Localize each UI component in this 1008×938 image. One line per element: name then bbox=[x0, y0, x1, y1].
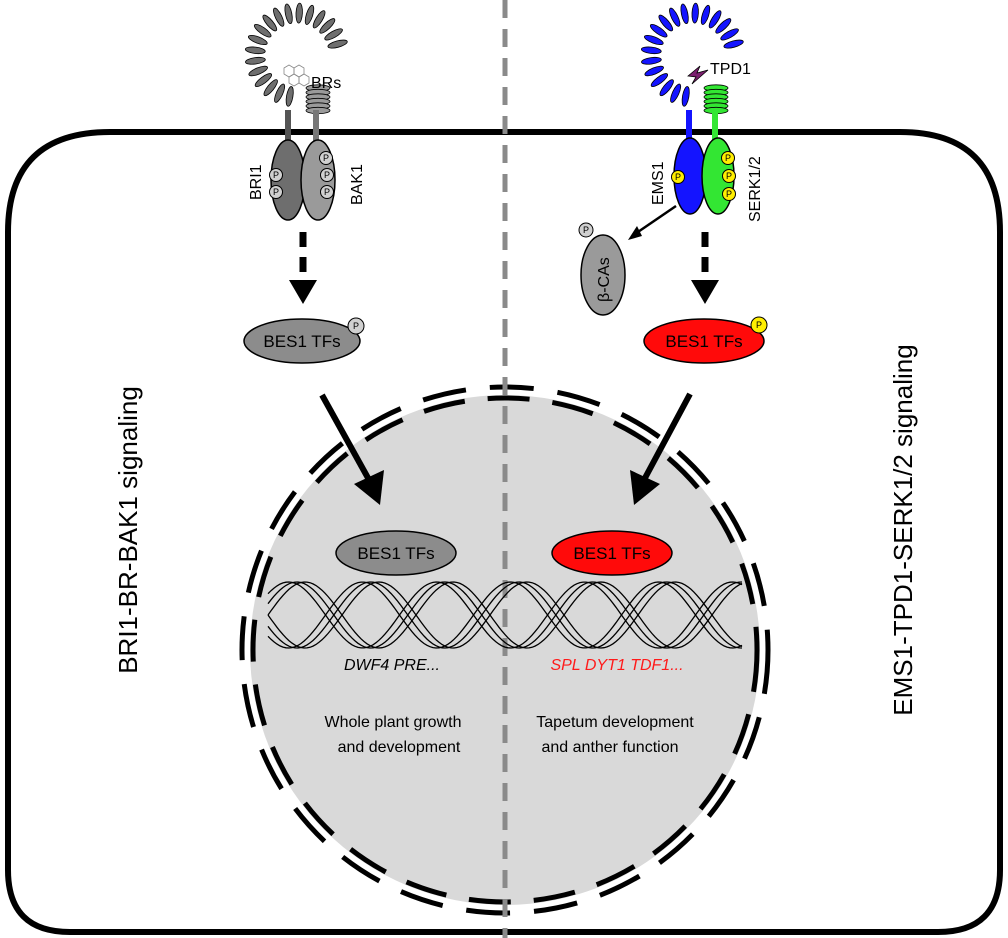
svg-text:P: P bbox=[324, 170, 330, 180]
svg-text:BES1 TFs: BES1 TFs bbox=[665, 332, 742, 351]
svg-text:P: P bbox=[675, 172, 681, 182]
svg-text:P: P bbox=[726, 189, 732, 199]
svg-text:BES1 TFs: BES1 TFs bbox=[573, 544, 650, 563]
receptor-label-ems1: EMS1 bbox=[650, 161, 667, 205]
right-pathway-title: EMS1-TPD1-SERK1/2 signaling bbox=[888, 344, 918, 715]
phosphate-icon: P bbox=[319, 151, 333, 165]
svg-text:P: P bbox=[273, 170, 279, 180]
outcome-left-line2: and development bbox=[338, 739, 461, 756]
target-genes-right: SPL DYT1 TDF1... bbox=[550, 657, 683, 674]
dna-helix bbox=[267, 581, 743, 649]
svg-text:P: P bbox=[323, 153, 329, 163]
svg-text:P: P bbox=[583, 225, 589, 235]
svg-text:β-CAs: β-CAs bbox=[596, 257, 613, 302]
ligand-label-brs: BRs bbox=[311, 75, 341, 92]
tpd1-ligand-icon bbox=[687, 65, 709, 85]
right-signal-arrow bbox=[691, 232, 719, 304]
svg-text:BES1 TFs: BES1 TFs bbox=[263, 332, 340, 351]
bri1-receptor bbox=[244, 2, 348, 221]
phosphate-icon: P bbox=[347, 317, 365, 335]
svg-text:P: P bbox=[353, 321, 359, 331]
cell-membrane bbox=[5, 129, 1003, 935]
phosphate-icon: P bbox=[750, 316, 768, 334]
svg-text:P: P bbox=[273, 187, 279, 197]
phosphate-icon: P bbox=[269, 185, 283, 199]
receptor-label-bri1: BRI1 bbox=[248, 164, 265, 200]
left-pathway-title: BRI1-BR-BAK1 signaling bbox=[113, 386, 143, 674]
phosphate-icon: P bbox=[722, 169, 736, 183]
phosphate-icon: P bbox=[722, 187, 736, 201]
phosphorylation-arrow bbox=[628, 204, 677, 240]
target-genes-left: DWF4 PRE... bbox=[344, 657, 440, 674]
phosphate-icon: P bbox=[269, 168, 283, 182]
phosphate-icon: P bbox=[671, 170, 685, 184]
outcome-left-line1: Whole plant growth bbox=[325, 714, 462, 731]
phosphate-icon: P bbox=[721, 151, 735, 165]
svg-text:BES1 TFs: BES1 TFs bbox=[357, 544, 434, 563]
ems1-receptor bbox=[640, 2, 744, 215]
bes1-tf-cytoplasm-left: BES1 TFs bbox=[243, 318, 361, 364]
coreceptor-label-serk: SERK1/2 bbox=[747, 156, 764, 222]
bes1-tf-nucleus-left: BES1 TFs bbox=[335, 530, 457, 576]
left-nuclear-import-arrow bbox=[319, 393, 384, 505]
bes1-tf-cytoplasm-right: BES1 TFs bbox=[643, 318, 765, 364]
phosphate-icon: P bbox=[320, 185, 334, 199]
brassinosteroid-ligand-icon bbox=[283, 64, 310, 87]
outcome-right-line2: and anther function bbox=[542, 739, 679, 756]
svg-text:P: P bbox=[725, 153, 731, 163]
svg-text:P: P bbox=[756, 320, 762, 330]
left-signal-arrow bbox=[289, 232, 317, 304]
svg-text:P: P bbox=[726, 171, 732, 181]
coreceptor-label-bak1: BAK1 bbox=[349, 164, 366, 205]
right-nuclear-import-arrow bbox=[630, 392, 693, 505]
svg-text:P: P bbox=[324, 187, 330, 197]
phosphate-icon: P bbox=[320, 168, 334, 182]
ligand-label-tpd1: TPD1 bbox=[710, 61, 751, 78]
outcome-right-line1: Tapetum development bbox=[536, 714, 694, 731]
bes1-tf-nucleus-right: BES1 TFs bbox=[551, 530, 673, 576]
beta-ca-substrate: β-CAs bbox=[580, 234, 626, 316]
phosphate-icon: P bbox=[578, 222, 594, 238]
